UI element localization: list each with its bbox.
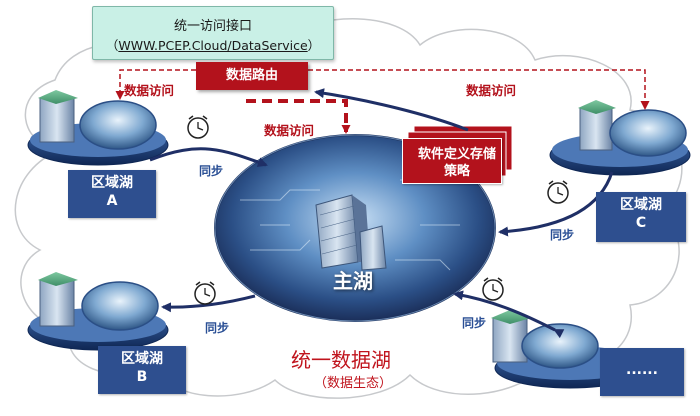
data-access-label-center: 数据访问: [264, 120, 314, 139]
region-lake-a-id: A: [68, 192, 156, 210]
region-lake-c-id: C: [596, 214, 686, 232]
disk-icon: [610, 110, 686, 156]
api-open-paren: （: [106, 38, 119, 53]
server-building-icon: [38, 90, 78, 142]
region-lake-c-name: 区域湖: [596, 196, 686, 214]
data-routing-box: 数据路由: [196, 62, 308, 90]
region-lake-a-label: 区域湖 A: [68, 170, 156, 218]
region-lake-c-label: 区域湖 C: [596, 192, 686, 242]
storage-policy-line1: 软件定义存储: [412, 146, 502, 163]
region-lake-b-label: 区域湖 B: [98, 346, 186, 394]
region-lake-b-name: 区域湖: [98, 350, 186, 368]
region-lake-a-name: 区域湖: [68, 174, 156, 192]
sync-label-more: 同步: [462, 314, 486, 331]
server-building-icon: [38, 272, 78, 326]
region-lake-more-label: ......: [600, 348, 684, 396]
sync-label-c: 同步: [550, 226, 574, 243]
storage-policy-line2: 策略: [412, 163, 502, 180]
data-access-label-left: 数据访问: [124, 80, 174, 99]
sync-label-a: 同步: [199, 162, 223, 179]
region-lake-b-id: B: [98, 368, 186, 386]
storage-policy-text: 软件定义存储 策略: [412, 146, 502, 180]
disk-icon: [82, 282, 158, 330]
unified-lake-subtitle: （数据生态）: [314, 372, 392, 391]
api-title: 统一访问接口: [93, 15, 333, 34]
api-url-line: （WWW.PCEP.Cloud/DataService）: [93, 35, 333, 54]
api-close-paren: ）: [308, 38, 321, 53]
main-lake-label: 主湖: [333, 265, 373, 294]
unified-api-box: 统一访问接口 （WWW.PCEP.Cloud/DataService）: [92, 6, 334, 60]
region-lake-more-name: ......: [600, 352, 684, 388]
unified-lake-title: 统一数据湖: [291, 344, 391, 373]
data-access-label-right: 数据访问: [466, 80, 516, 99]
server-building-icon: [578, 100, 616, 150]
disk-icon: [80, 101, 156, 149]
api-url-link[interactable]: WWW.PCEP.Cloud/DataService: [118, 38, 307, 53]
disk-icon: [522, 324, 598, 368]
sync-label-b: 同步: [205, 319, 229, 336]
